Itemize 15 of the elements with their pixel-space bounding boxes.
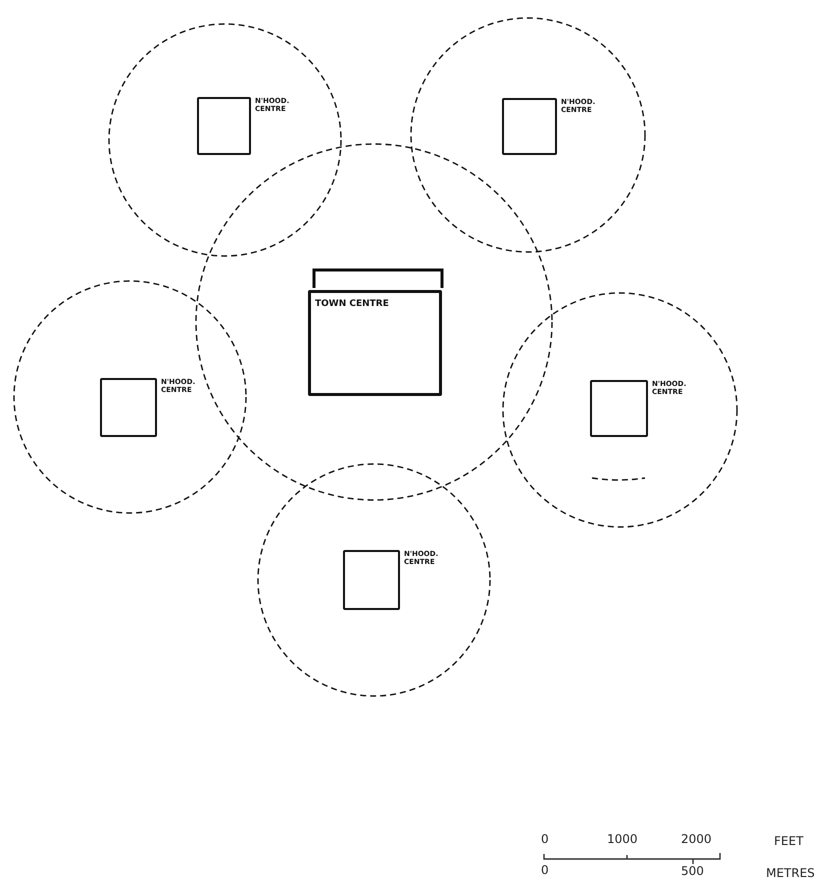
scale-label: 0 <box>541 863 549 877</box>
town-centre-square <box>308 290 442 396</box>
dashed-circle <box>13 280 247 514</box>
scale-label: 1000 <box>607 832 638 846</box>
dashed-circle <box>195 143 553 501</box>
scale-label: 0 <box>541 832 549 846</box>
area-label: TOWN CENTRE <box>315 299 389 309</box>
dashed-circle <box>410 17 646 253</box>
scale-label: 2000 <box>681 832 712 846</box>
scale-label: FEET <box>774 834 804 848</box>
scale-label: 500 <box>681 864 704 878</box>
dashed-circle <box>502 292 738 528</box>
scale-label: METRES <box>766 866 815 880</box>
dashed-circle <box>108 23 342 257</box>
dashed-circle <box>257 463 491 697</box>
